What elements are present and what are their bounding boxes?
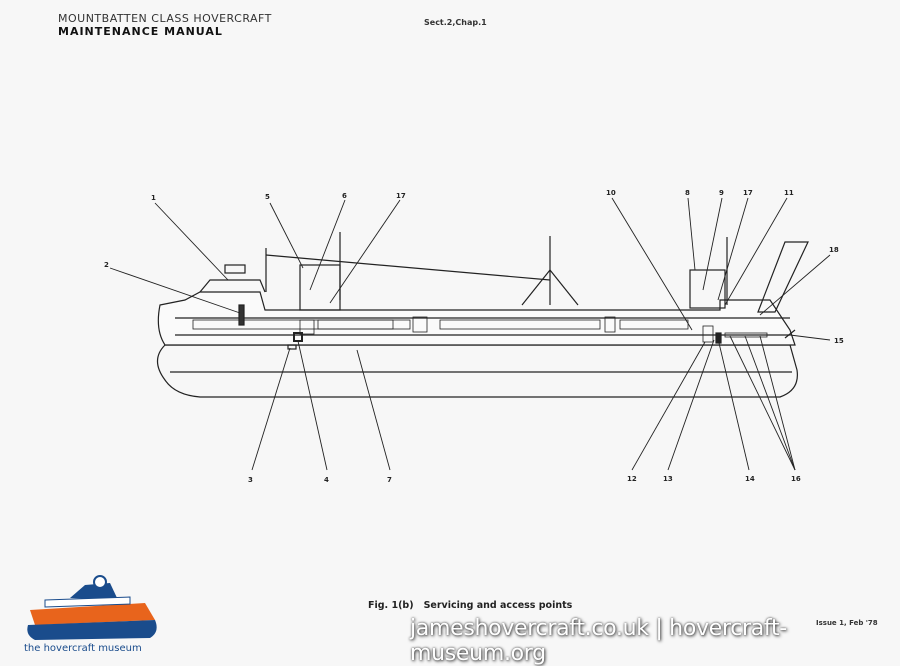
callout-18: 18 (829, 246, 839, 254)
callout-13: 13 (663, 475, 673, 483)
manual-series-title: MOUNTBATTEN CLASS HOVERCRAFT (58, 12, 272, 25)
callout-7: 7 (387, 476, 392, 484)
watermark: jameshovercraft.co.uk | hovercraft-museu… (410, 616, 787, 666)
manual-title: MAINTENANCE MANUAL (58, 25, 223, 38)
callout-3: 3 (248, 476, 253, 484)
callout-14: 14 (745, 475, 755, 483)
callout-2: 2 (104, 261, 109, 269)
callout-8: 8 (685, 189, 690, 197)
callout-11: 11 (784, 189, 794, 197)
callout-17b: 17 (743, 189, 753, 197)
museum-logo-text: the hovercraft museum (24, 643, 142, 654)
hovercraft-museum-logo (27, 575, 157, 640)
callout-10: 10 (606, 189, 616, 197)
callout-5: 5 (265, 193, 270, 201)
callout-6: 6 (342, 192, 347, 200)
callout-16: 16 (791, 475, 801, 483)
issue-date: Issue 1, Feb '78 (816, 619, 878, 627)
callout-15: 15 (834, 337, 844, 345)
callout-1: 1 (151, 194, 156, 202)
callout-4: 4 (324, 476, 329, 484)
section-reference: Sect.2,Chap.1 (424, 18, 487, 27)
figure-number: Fig. 1(b) (368, 600, 414, 611)
callout-17a: 17 (396, 192, 406, 200)
callout-12: 12 (627, 475, 637, 483)
figure-title: Servicing and access points (423, 600, 573, 611)
callout-9: 9 (719, 189, 724, 197)
figure-caption: Fig. 1(b) Servicing and access points (368, 600, 582, 611)
